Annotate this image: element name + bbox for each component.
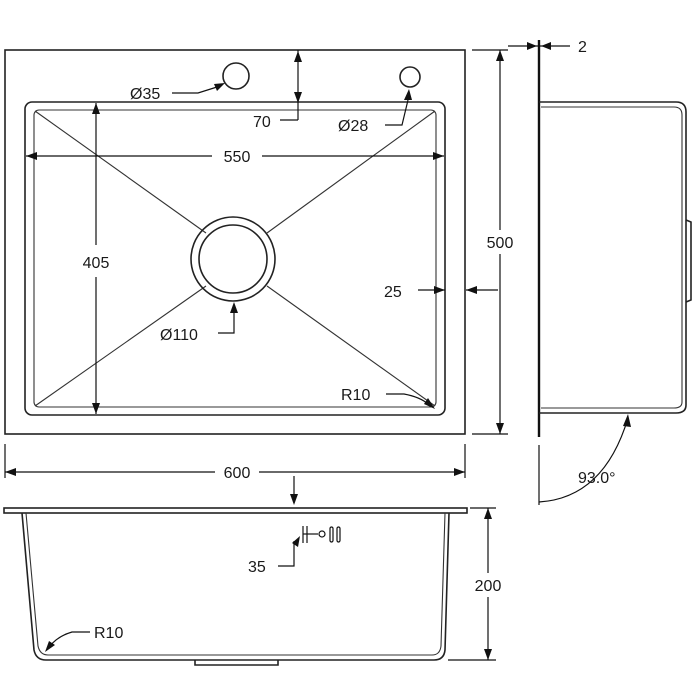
front-bowl-inner-outline xyxy=(25,512,446,656)
tap-hole-large xyxy=(222,62,250,90)
front-corner-radius-leader xyxy=(49,631,90,647)
hole-small-label: Ø28 xyxy=(338,118,368,135)
wall-angle-arrow xyxy=(623,414,631,427)
drain-label: Ø110 xyxy=(160,327,198,344)
overall-width-label: 600 xyxy=(224,465,251,482)
inner-width-arrow-right xyxy=(433,152,444,160)
front-view: 35 200 R10 xyxy=(3,476,508,666)
inner-depth-label: 405 xyxy=(83,255,110,272)
overall-depth-arrow-bottom xyxy=(496,423,504,434)
overflow-leader xyxy=(278,541,295,567)
front-corner-radius-label: R10 xyxy=(94,625,123,642)
wall-angle-label: 93.0° xyxy=(578,470,616,487)
rim-margin-label: 25 xyxy=(384,284,402,301)
tap-hole-small xyxy=(399,66,421,88)
slope-line-top-right xyxy=(266,110,436,234)
bowl-inner-rim xyxy=(33,109,437,408)
hole-small-leader-arrow xyxy=(404,89,412,100)
overflow-symbol xyxy=(302,526,341,543)
rim-margin-arrow-right xyxy=(466,286,477,294)
front-flange xyxy=(3,507,468,514)
hole-large-leader-arrow xyxy=(214,83,225,91)
inner-depth-arrow-bottom xyxy=(92,403,100,414)
corner-radius-arrow xyxy=(424,398,435,409)
front-drain-stub xyxy=(194,660,279,666)
overall-depth-arrow-top xyxy=(496,50,504,61)
bowl-height-arrow-top xyxy=(484,508,492,519)
inner-depth-arrow-top xyxy=(92,103,100,114)
rim-margin-arrow-left xyxy=(434,286,445,294)
overall-depth-label-bg xyxy=(480,230,520,254)
bowl-height-label-bg xyxy=(468,573,508,597)
overall-width-arrow-right xyxy=(454,468,465,476)
hole-large-label: Ø35 xyxy=(130,86,160,103)
side-overflow-bump xyxy=(685,219,692,303)
slope-line-top-left xyxy=(34,110,207,234)
bowl-height-arrow-bottom xyxy=(484,649,492,660)
overflow-leader-arrow xyxy=(292,536,300,547)
side-view: 2 93.0° xyxy=(508,39,692,505)
flange-thickness-arrow-right xyxy=(541,42,551,50)
slope-line-bottom-right xyxy=(266,285,436,407)
front-pointer-arrow xyxy=(290,494,298,505)
drain-outer-circle xyxy=(190,216,276,302)
inner-width-label: 550 xyxy=(224,149,251,166)
corner-radius-leader xyxy=(386,393,429,405)
side-bowl-inner-profile xyxy=(541,106,683,409)
bowl-outer-rim xyxy=(24,101,446,416)
overall-width-arrow-left xyxy=(5,468,16,476)
hole-offset-arrow-top xyxy=(294,51,302,62)
overall-width-label-bg xyxy=(215,462,259,482)
hole-offset-label: 70 xyxy=(253,114,271,131)
flange-thickness-arrow-left xyxy=(527,42,537,50)
hole-small-leader xyxy=(385,99,409,126)
overall-depth-label: 500 xyxy=(487,235,514,252)
front-corner-radius-arrow xyxy=(45,641,55,652)
hole-offset-arrow-bottom xyxy=(294,92,302,103)
inner-width-arrow-left xyxy=(26,152,37,160)
overflow-label: 35 xyxy=(248,559,266,576)
side-bowl-profile xyxy=(539,101,687,414)
flange-thickness-label: 2 xyxy=(578,39,587,56)
slope-line-bottom-left xyxy=(34,285,207,407)
drain-leader-arrow xyxy=(230,302,238,313)
corner-radius-label: R10 xyxy=(341,387,370,404)
top-view: Ø35 Ø28 70 550 405 25 Ø110 xyxy=(4,49,520,482)
sink-outer-outline xyxy=(4,49,466,435)
drain-leader xyxy=(218,310,235,334)
drain-inner-circle xyxy=(198,224,268,294)
wall-angle-arc xyxy=(538,417,629,503)
hole-large-leader xyxy=(172,86,218,94)
bowl-height-label: 200 xyxy=(475,578,502,595)
front-bowl-outline xyxy=(21,512,450,661)
